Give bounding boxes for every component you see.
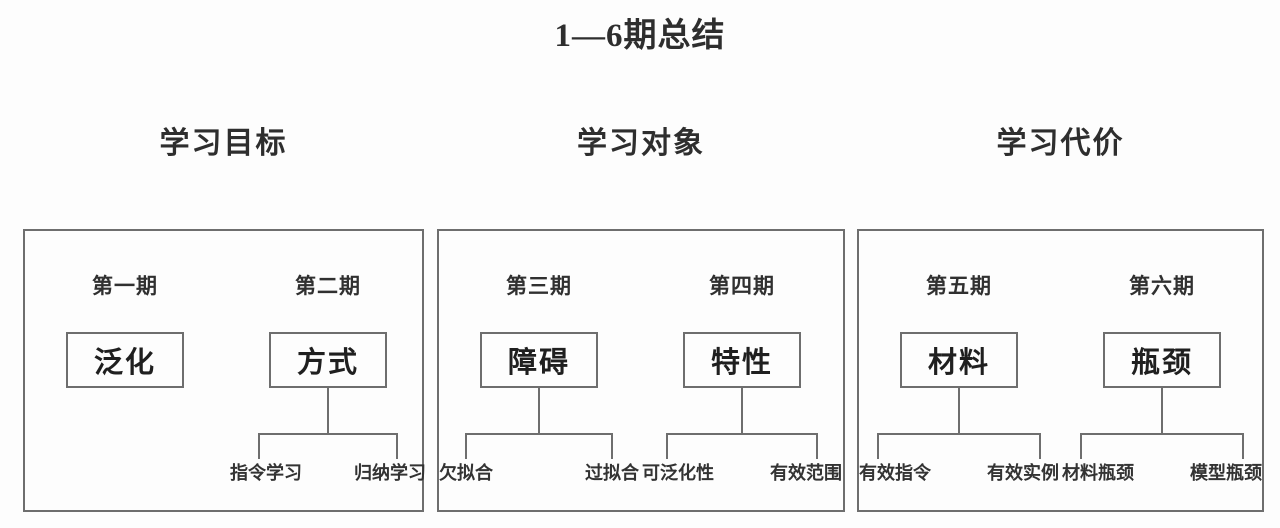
stage-label: 第五期 <box>926 274 992 298</box>
connector-bar <box>1080 433 1244 435</box>
connector-bar <box>258 433 398 435</box>
panel-learning-object: 第三期 障碍 欠拟合 过拟合 第四期 特性 可泛化性 有效范围 <box>437 229 845 512</box>
connector-drop-left <box>465 433 467 459</box>
stage-label: 第一期 <box>92 274 158 298</box>
stage-label: 第三期 <box>506 274 572 298</box>
connector-drop-right <box>611 433 613 459</box>
connector-tree <box>859 388 1059 460</box>
node-box: 瓶颈 <box>1103 332 1221 388</box>
connector-drop-left <box>666 433 668 459</box>
connector-bar <box>877 433 1041 435</box>
section-heading-learning-object: 学习对象 <box>577 127 705 160</box>
connector-tree <box>642 388 842 460</box>
group-stage-5: 第五期 材料 有效指令 有效实例 <box>859 231 1059 514</box>
leaf-label: 材料瓶颈 <box>1062 463 1134 483</box>
connector-bar <box>666 433 818 435</box>
node-box: 障碍 <box>480 332 598 388</box>
connector-tree <box>439 388 639 460</box>
connector-drop-left <box>877 433 879 459</box>
connector-drop-right <box>396 433 398 459</box>
connector-drop-left <box>258 433 260 459</box>
node-box: 特性 <box>683 332 801 388</box>
connector-tree <box>230 388 426 460</box>
stage-label: 第四期 <box>709 274 775 298</box>
leaf-row: 材料瓶颈 模型瓶颈 <box>1062 459 1262 485</box>
connector-stem <box>741 388 743 434</box>
leaf-label: 模型瓶颈 <box>1190 463 1262 483</box>
connector-tree <box>1062 388 1262 460</box>
connector-drop-right <box>816 433 818 459</box>
leaf-row: 有效指令 有效实例 <box>859 459 1059 485</box>
connector-stem <box>1161 388 1163 434</box>
leaf-label: 可泛化性 <box>642 463 714 483</box>
leaf-label: 有效指令 <box>859 463 931 483</box>
connector-stem <box>538 388 540 434</box>
section-heading-learning-goal: 学习目标 <box>159 127 288 160</box>
connector-stem <box>958 388 960 434</box>
connector-drop-right <box>1242 433 1244 459</box>
panel-learning-goal: 第一期 泛化 第二期 方式 指令学习 归纳学习 <box>23 229 426 514</box>
group-stage-1: 第一期 泛化 <box>27 231 223 514</box>
connector-drop-left <box>1080 433 1082 459</box>
panel-learning-cost: 第五期 材料 有效指令 有效实例 第六期 瓶颈 材料瓶颈 模型瓶颈 <box>857 229 1264 512</box>
leaf-row: 可泛化性 有效范围 <box>642 459 842 485</box>
leaf-label: 过拟合 <box>585 463 639 483</box>
connector-bar <box>465 433 613 435</box>
page-title: 1—6期总结 <box>554 18 726 54</box>
leaf-row: 欠拟合 过拟合 <box>439 459 639 485</box>
connector-drop-right <box>1039 433 1041 459</box>
leaf-label: 有效实例 <box>987 463 1059 483</box>
group-stage-2: 第二期 方式 指令学习 归纳学习 <box>230 231 426 514</box>
leaf-label: 欠拟合 <box>439 463 493 483</box>
node-box: 泛化 <box>66 332 184 388</box>
group-stage-4: 第四期 特性 可泛化性 有效范围 <box>642 231 842 514</box>
leaf-row: 指令学习 归纳学习 <box>230 459 426 485</box>
group-stage-3: 第三期 障碍 欠拟合 过拟合 <box>439 231 639 514</box>
node-box: 方式 <box>269 332 387 388</box>
section-heading-learning-cost: 学习代价 <box>996 127 1125 160</box>
stage-label: 第二期 <box>295 274 361 298</box>
leaf-label: 归纳学习 <box>354 463 426 483</box>
node-box: 材料 <box>900 332 1018 388</box>
group-stage-6: 第六期 瓶颈 材料瓶颈 模型瓶颈 <box>1062 231 1262 514</box>
connector-stem <box>327 388 329 434</box>
leaf-label: 指令学习 <box>230 463 302 483</box>
leaf-label: 有效范围 <box>770 463 842 483</box>
stage-label: 第六期 <box>1129 274 1195 298</box>
